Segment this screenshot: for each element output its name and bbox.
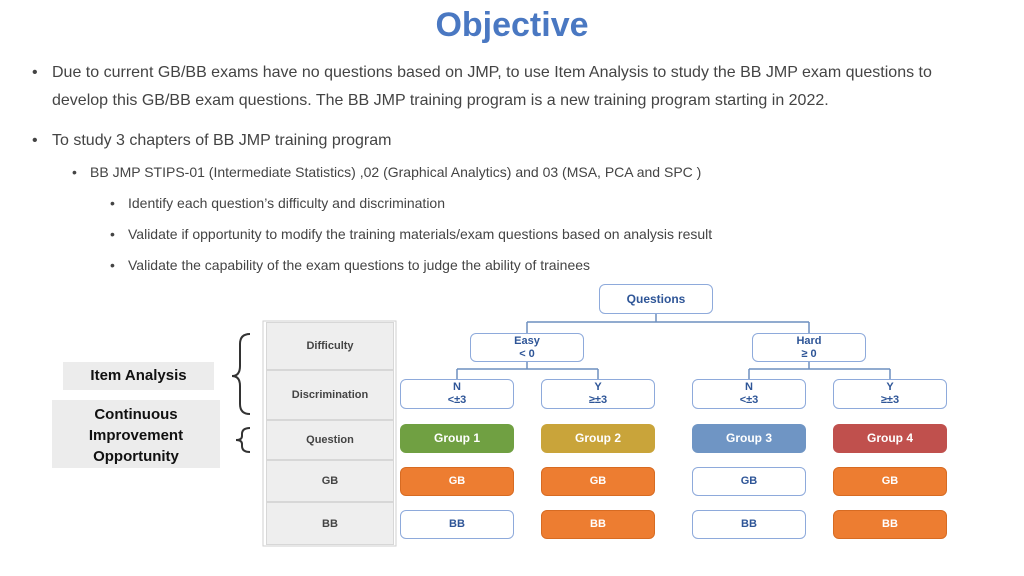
n-label: N [745, 381, 753, 393]
y-threshold: ≥±3 [588, 394, 608, 406]
bb-group-1: BB [400, 510, 514, 539]
sub-item-1: Identify each question’s difficulty and … [128, 195, 445, 211]
bullet-dot: • [32, 132, 38, 149]
group-4: Group 4 [833, 424, 947, 453]
tree-node-y-easy: Y ≥±3 [541, 379, 655, 409]
bullet-1-line-2: develop this GB/BB exam questions. The B… [52, 92, 829, 109]
continuous-improvement-label: Continuous Improvement Opportunity [52, 400, 220, 468]
sub-item-3: Validate the capability of the exam ques… [128, 257, 591, 273]
y-threshold: ≥±3 [880, 394, 900, 406]
bb-group-4: BB [833, 510, 947, 539]
bullet-1-line-1: Due to current GB/BB exams have no quest… [52, 64, 932, 81]
tree-node-hard: Hard ≥ 0 [752, 333, 866, 362]
easy-threshold: < 0 [519, 347, 535, 360]
row-header-discrimination: Discrimination [266, 370, 394, 420]
gb-group-2: GB [541, 467, 655, 496]
continuous-line-3: Opportunity [93, 448, 179, 465]
row-header-gb: GB [266, 460, 394, 502]
tree-node-n-hard: N <±3 [692, 379, 806, 409]
bullet-2: To study 3 chapters of BB JMP training p… [52, 132, 392, 149]
slide-title: Objective [435, 6, 589, 44]
bullet-2-sub: BB JMP STIPS-01 (Intermediate Statistics… [90, 164, 702, 180]
tree-root-questions: Questions [599, 284, 713, 314]
row-header-difficulty: Difficulty [266, 322, 394, 370]
continuous-line-2: Improvement [88, 427, 184, 444]
item-analysis-label: Item Analysis [63, 362, 214, 390]
easy-label: Easy [514, 334, 540, 347]
group-2: Group 2 [541, 424, 655, 453]
y-label: Y [594, 381, 602, 393]
bullet-dot: • [110, 257, 115, 273]
bullet-dot: • [110, 195, 115, 211]
n-label: N [453, 381, 461, 393]
gb-group-4: GB [833, 467, 947, 496]
bb-group-2: BB [541, 510, 655, 539]
bb-group-3: BB [692, 510, 806, 539]
n-threshold: <±3 [447, 394, 467, 406]
group-3: Group 3 [692, 424, 806, 453]
gb-group-3: GB [692, 467, 806, 496]
n-threshold: <±3 [739, 394, 759, 406]
bullet-dot: • [72, 164, 77, 180]
tree-node-easy: Easy < 0 [470, 333, 584, 362]
group-1: Group 1 [400, 424, 514, 453]
row-header-question: Question [266, 420, 394, 460]
y-label: Y [886, 381, 894, 393]
gb-group-1: GB [400, 467, 514, 496]
tree-node-y-hard: Y ≥±3 [833, 379, 947, 409]
continuous-line-1: Continuous [94, 406, 178, 423]
hard-label: Hard [796, 334, 822, 347]
row-header-bb: BB [266, 502, 394, 545]
tree-node-n-easy: N <±3 [400, 379, 514, 409]
hard-threshold: ≥ 0 [801, 347, 817, 360]
bullet-dot: • [110, 226, 115, 242]
bullet-dot: • [32, 64, 38, 81]
sub-item-2: Validate if opportunity to modify the tr… [128, 226, 713, 242]
